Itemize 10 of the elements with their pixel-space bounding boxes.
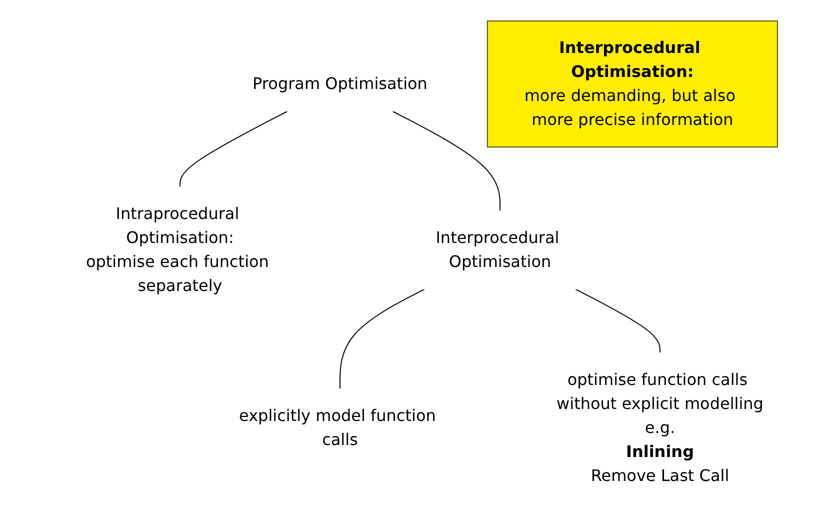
connector [179,110,288,188]
node-text: optimise function calls without explicit modelling e.g. Inlining Remove Last Call [556,370,763,485]
node-text: explicitly model function calls [238,406,436,449]
connector [391,110,500,212]
connector [339,288,425,390]
connector [574,288,660,354]
node-box: Interprocedural Optimisation: more demanding, but also more precise information [486,20,778,148]
node-text: Program Optimisation [252,74,427,93]
node-text: Interprocedural Optimisation [435,228,559,271]
node-text: Intraprocedural Optimisation: optimise each function separately [85,204,268,295]
